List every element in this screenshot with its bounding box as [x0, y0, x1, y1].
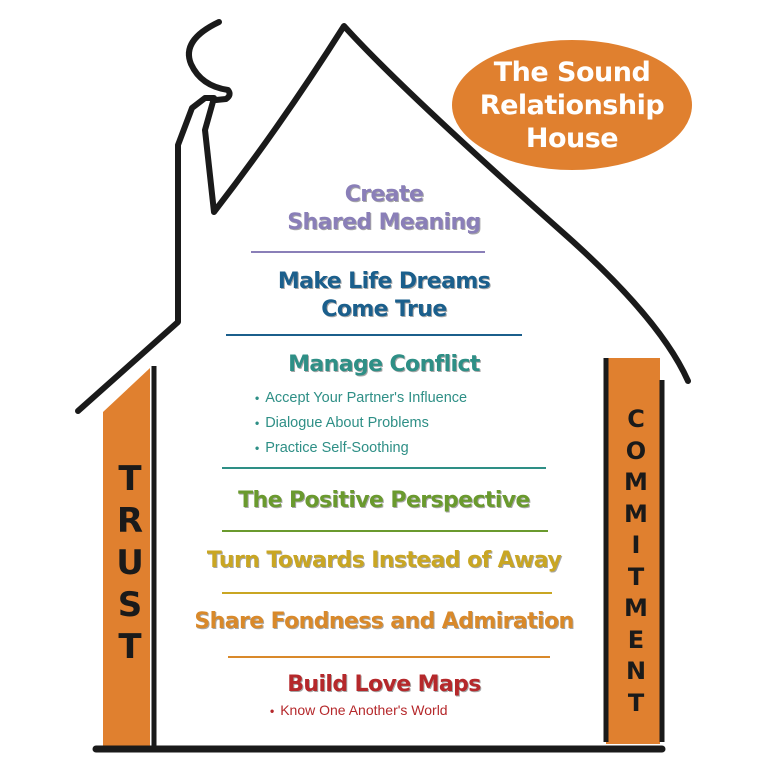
level-title: Make Life Dreams — [277, 269, 491, 294]
list-item: •Know One Another's World — [270, 702, 448, 718]
level-title: Create — [344, 182, 424, 207]
commitment-letter: M — [624, 499, 648, 528]
commitment-pillar — [606, 358, 660, 744]
trust-pillar — [103, 368, 150, 748]
divider-rule — [222, 592, 552, 594]
trust-letter: R — [116, 501, 144, 541]
commitment-letter: T — [627, 562, 645, 591]
level-turn-towards: Turn Towards Instead of Away — [170, 546, 598, 576]
divider-rule — [226, 334, 522, 336]
level-title: Come True — [321, 297, 447, 322]
commitment-letter: T — [627, 688, 645, 717]
level-title: Shared Meaning — [287, 210, 481, 235]
divider-rule — [251, 251, 485, 253]
divider-rule — [222, 530, 548, 532]
manage-conflict-bullets: •Accept Your Partner's Influence •Dialog… — [255, 386, 575, 461]
level-create-shared-meaning: Create Shared Meaning — [170, 181, 598, 237]
divider-rule — [222, 467, 546, 469]
level-share-fondness: Share Fondness and Admiration — [170, 607, 598, 637]
list-item: •Dialogue About Problems — [255, 415, 429, 431]
roof-outline — [75, 23, 691, 414]
title-line-3: House — [525, 122, 619, 154]
commitment-label: C O M M I T M E N T — [612, 404, 660, 719]
trust-letter: T — [118, 459, 142, 499]
commitment-letter: M — [624, 468, 648, 496]
commitment-letter: N — [625, 657, 647, 685]
divider-rule — [228, 656, 550, 658]
trust-letter: S — [117, 585, 143, 625]
chimney-smoke — [186, 19, 233, 103]
level-build-love-maps: Build Love Maps — [170, 670, 598, 700]
title-line-1: The Sound — [493, 56, 651, 88]
trust-letter: T — [118, 627, 142, 667]
trust-letter: U — [116, 543, 144, 583]
commitment-letter: E — [627, 625, 645, 654]
title-line-2: Relationship — [479, 89, 665, 121]
level-make-life-dreams-come-true: Make Life Dreams Come True — [170, 268, 598, 324]
list-item: •Accept Your Partner's Influence — [255, 390, 468, 406]
level-title: The Positive Perspective — [238, 488, 530, 513]
build-love-maps-bullets: •Know One Another's World — [270, 698, 500, 723]
commitment-letter: O — [625, 436, 647, 465]
level-title: Build Love Maps — [287, 672, 481, 697]
level-title: Manage Conflict — [288, 352, 480, 377]
list-item: •Practice Self-Soothing — [255, 440, 409, 456]
commitment-letter: I — [631, 531, 641, 559]
commitment-letter: C — [627, 405, 645, 433]
level-manage-conflict: Manage Conflict — [170, 350, 598, 380]
title-badge: The Sound Relationship House — [452, 40, 692, 170]
level-title: Share Fondness and Admiration — [194, 609, 574, 634]
level-title: Turn Towards Instead of Away — [206, 548, 562, 573]
trust-label: T R U S T — [105, 458, 155, 668]
level-positive-perspective: The Positive Perspective — [170, 486, 598, 516]
commitment-letter: M — [624, 594, 648, 622]
